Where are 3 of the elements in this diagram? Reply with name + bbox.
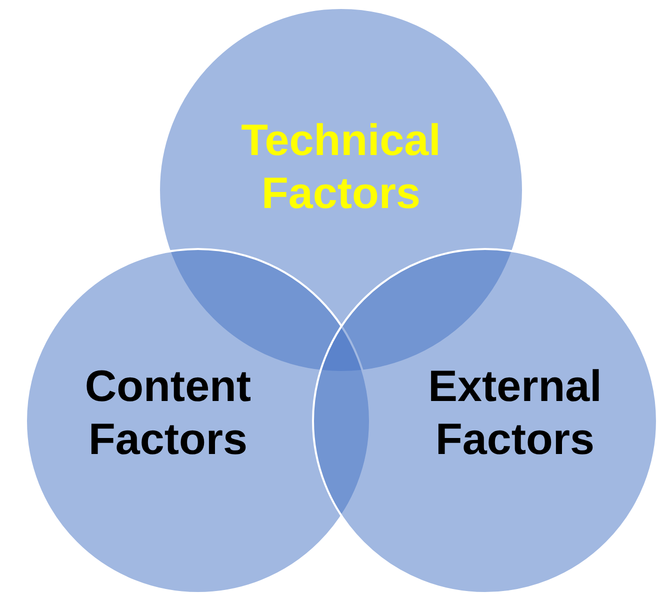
circle-label: External Factors [427,361,603,466]
circle-label: Technical Factors [240,115,442,220]
circle-label: Content Factors [84,361,252,466]
